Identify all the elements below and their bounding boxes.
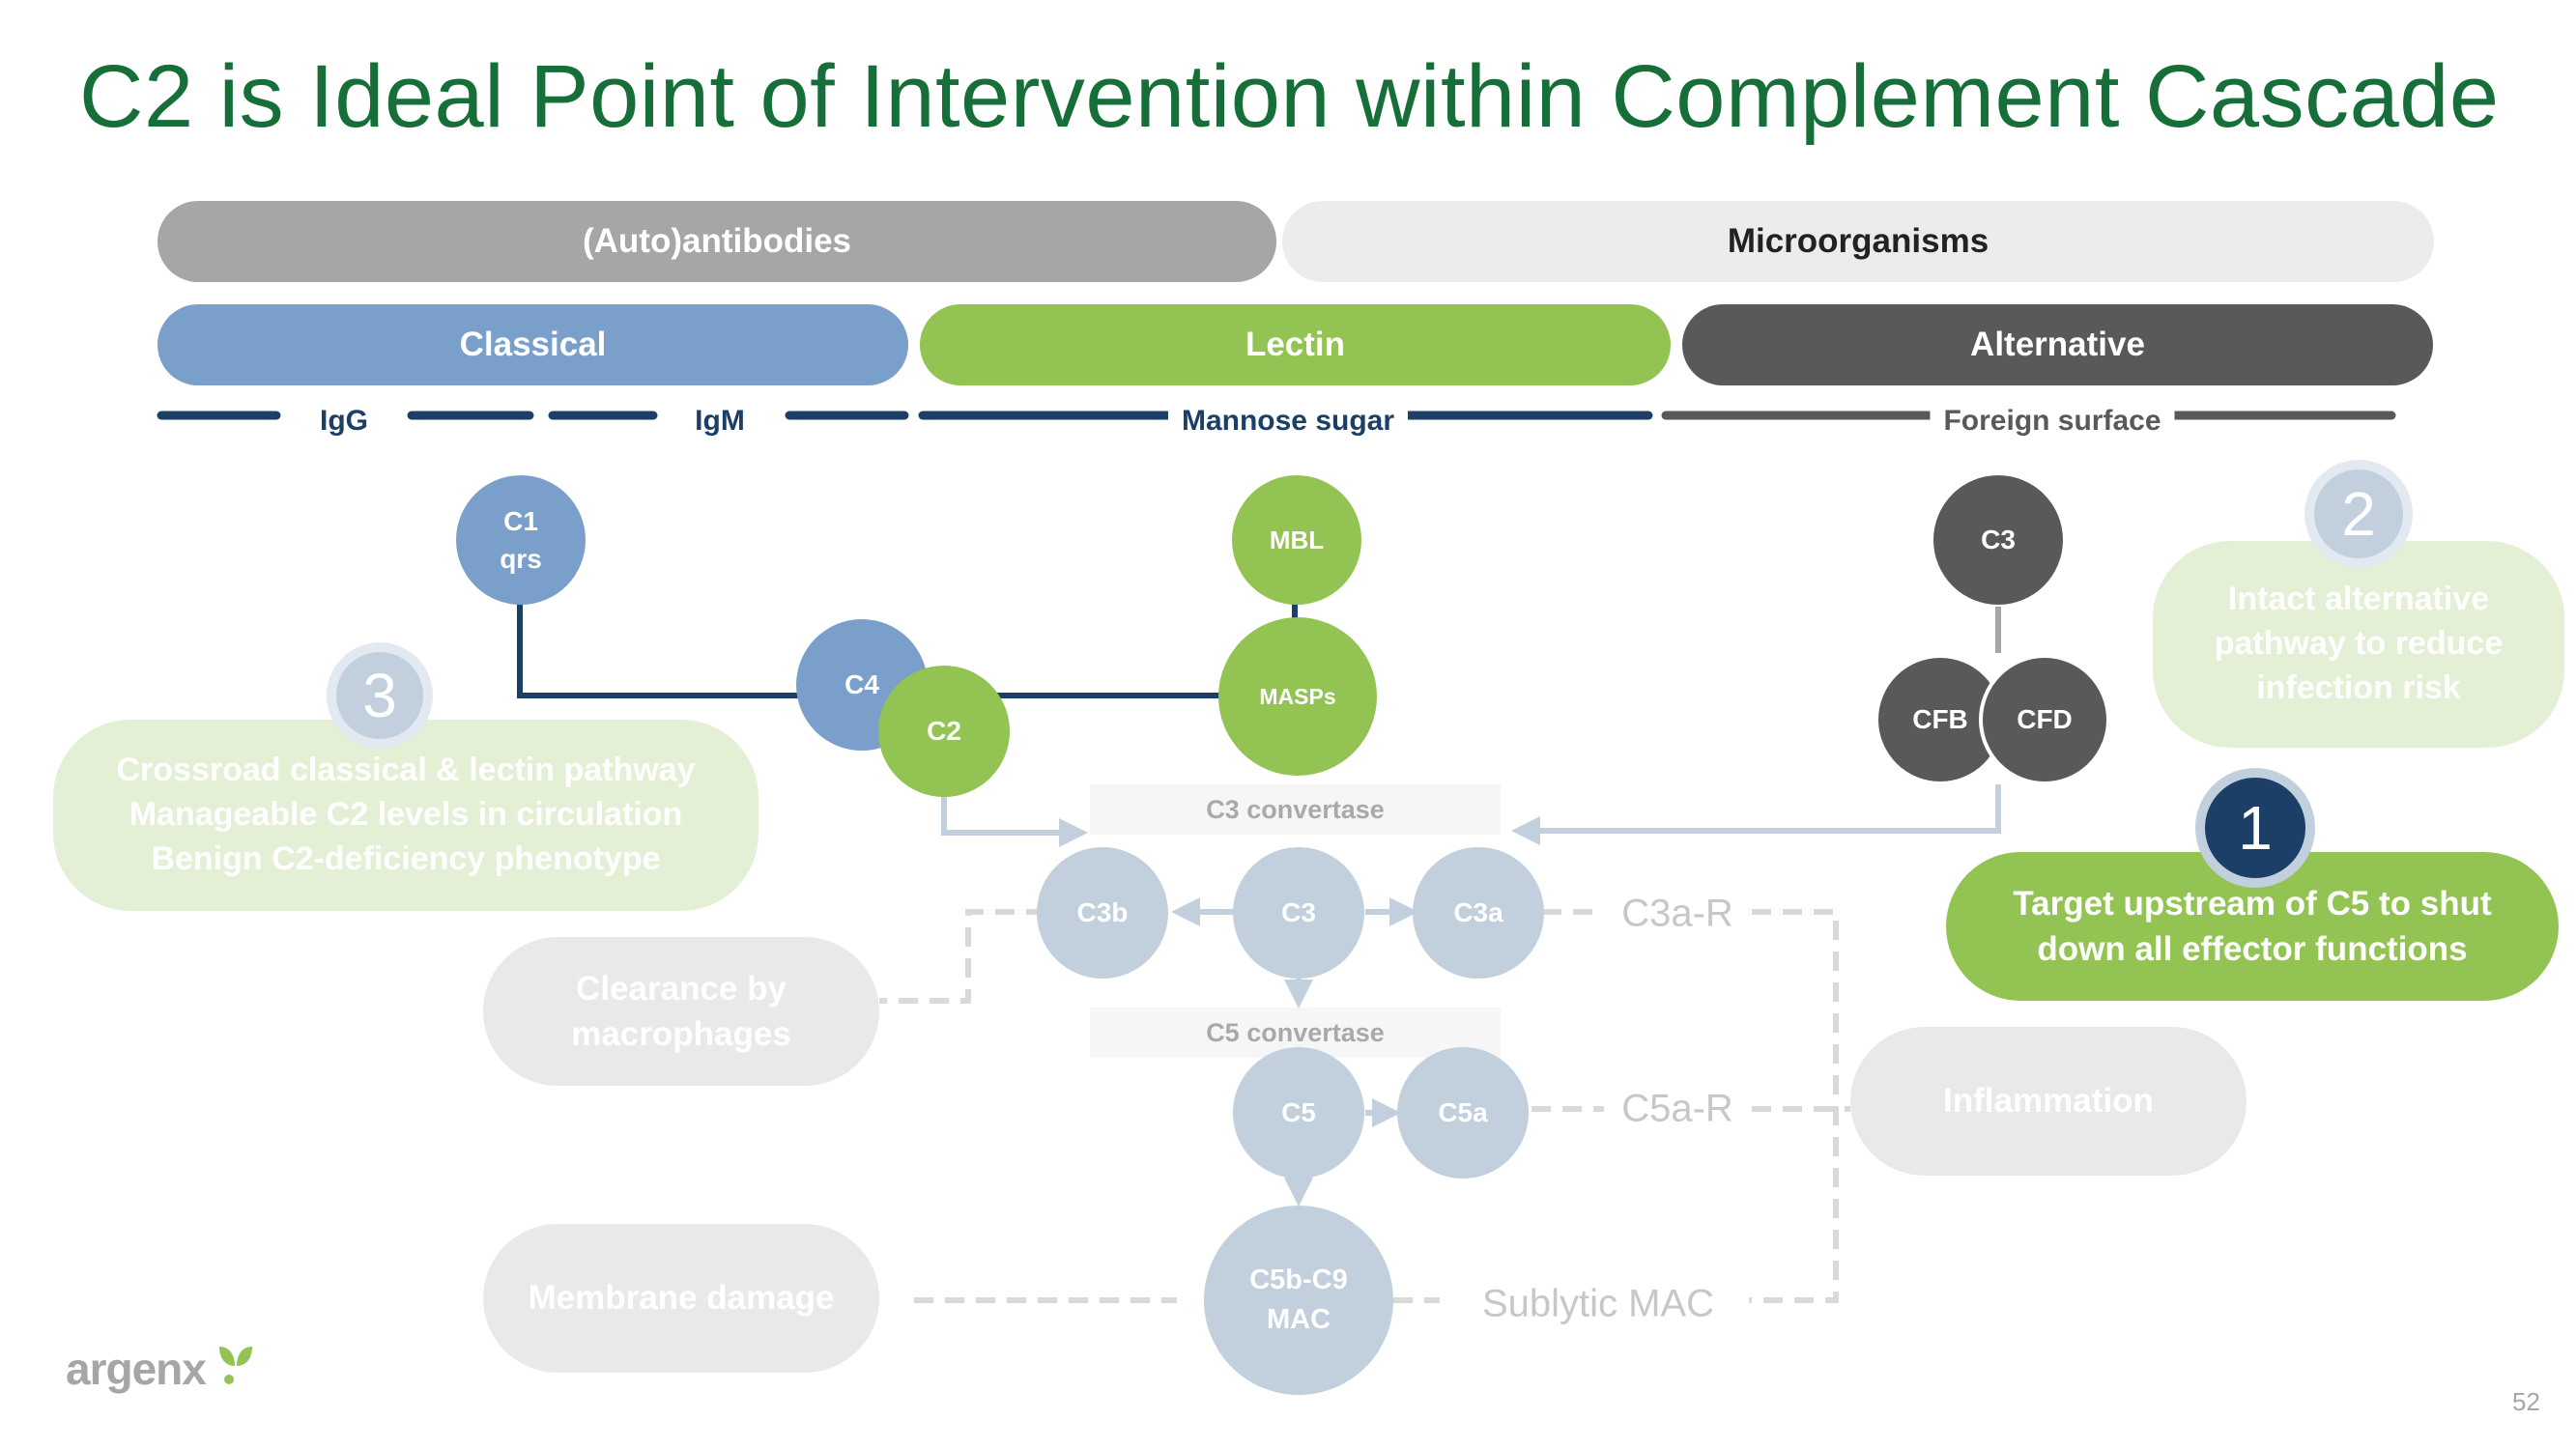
page-title: C2 is Ideal Point of Intervention within… <box>79 47 2500 146</box>
igg-label: IgG <box>306 405 382 438</box>
inflammation: Inflammation <box>1850 1027 2247 1176</box>
page-number: 52 <box>2512 1387 2540 1416</box>
c5a-receptor-label: C5a-R <box>1610 1087 1745 1131</box>
callout-1-badge: 1 <box>2195 768 2315 888</box>
c5-node: C5 <box>1233 1047 1364 1179</box>
mannose-sugar-label: Mannose sugar <box>1167 405 1409 438</box>
masps-node: MASPs <box>1218 617 1377 776</box>
c2-node: C2 <box>878 666 1010 797</box>
c3b-node: C3b <box>1037 847 1168 979</box>
c5a-node: C5a <box>1397 1047 1529 1179</box>
cfd-node: CFD <box>1979 654 2110 785</box>
logo-leaf-icon <box>218 1347 252 1384</box>
alternative-pathway-bar: Alternative <box>1682 304 2433 385</box>
argenx-logo: argenx <box>66 1343 258 1395</box>
autoantibodies-bar: (Auto)antibodies <box>157 201 1276 282</box>
c3a-node: C3a <box>1413 847 1544 979</box>
lectin-pathway-bar: Lectin <box>920 304 1671 385</box>
callout-2-badge: 2 <box>2304 460 2413 568</box>
foreign-surface-label: Foreign surface <box>1930 405 2175 438</box>
callout-2-text: Intact alternative pathway to reduce inf… <box>2153 541 2564 748</box>
mbl-node: MBL <box>1232 475 1361 605</box>
c5-convertase: C5 convertase <box>1090 1008 1501 1058</box>
classical-pathway-bar: Classical <box>157 304 908 385</box>
microorganisms-bar: Microorganisms <box>1282 201 2434 282</box>
clearance-by-macrophages: Clearance by macrophages <box>483 937 879 1086</box>
c3-node: C3 <box>1233 847 1364 979</box>
callout-3-text: Crossroad classical & lectin pathway Man… <box>53 720 758 911</box>
callout-3-badge: 3 <box>327 642 433 749</box>
c3-alternative-node: C3 <box>1933 475 2063 605</box>
c3-convertase: C3 convertase <box>1090 784 1501 835</box>
sublytic-mac-label: Sublytic MAC <box>1470 1282 1727 1326</box>
membrane-damage: Membrane damage <box>483 1224 879 1373</box>
c3a-receptor-label: C3a-R <box>1610 892 1745 936</box>
igm-label: IgM <box>681 405 758 438</box>
